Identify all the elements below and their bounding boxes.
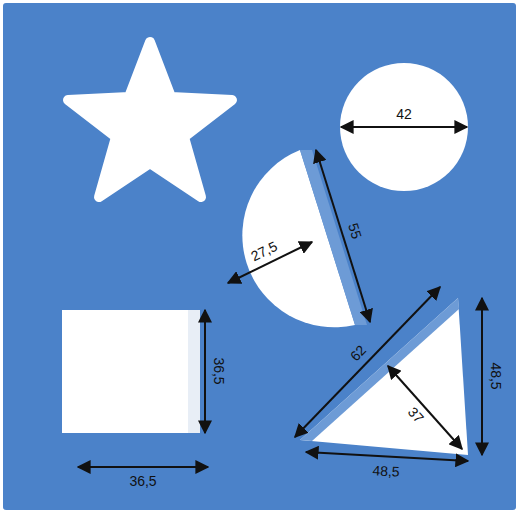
dimension-lines [78,127,482,467]
dimension-label: 42 [396,106,412,122]
hole-wall [300,150,367,325]
circle-hole [340,63,468,191]
triangle-hole [300,298,468,455]
dimension-label: 48,5 [488,362,504,389]
star-hole [68,42,232,197]
dimension-label: 36,5 [211,357,227,384]
dimension-label: 48,5 [372,462,400,479]
hole-wall [188,310,200,433]
square-hole [62,310,200,433]
board [3,3,516,510]
dimension-label: 36,5 [129,473,156,489]
